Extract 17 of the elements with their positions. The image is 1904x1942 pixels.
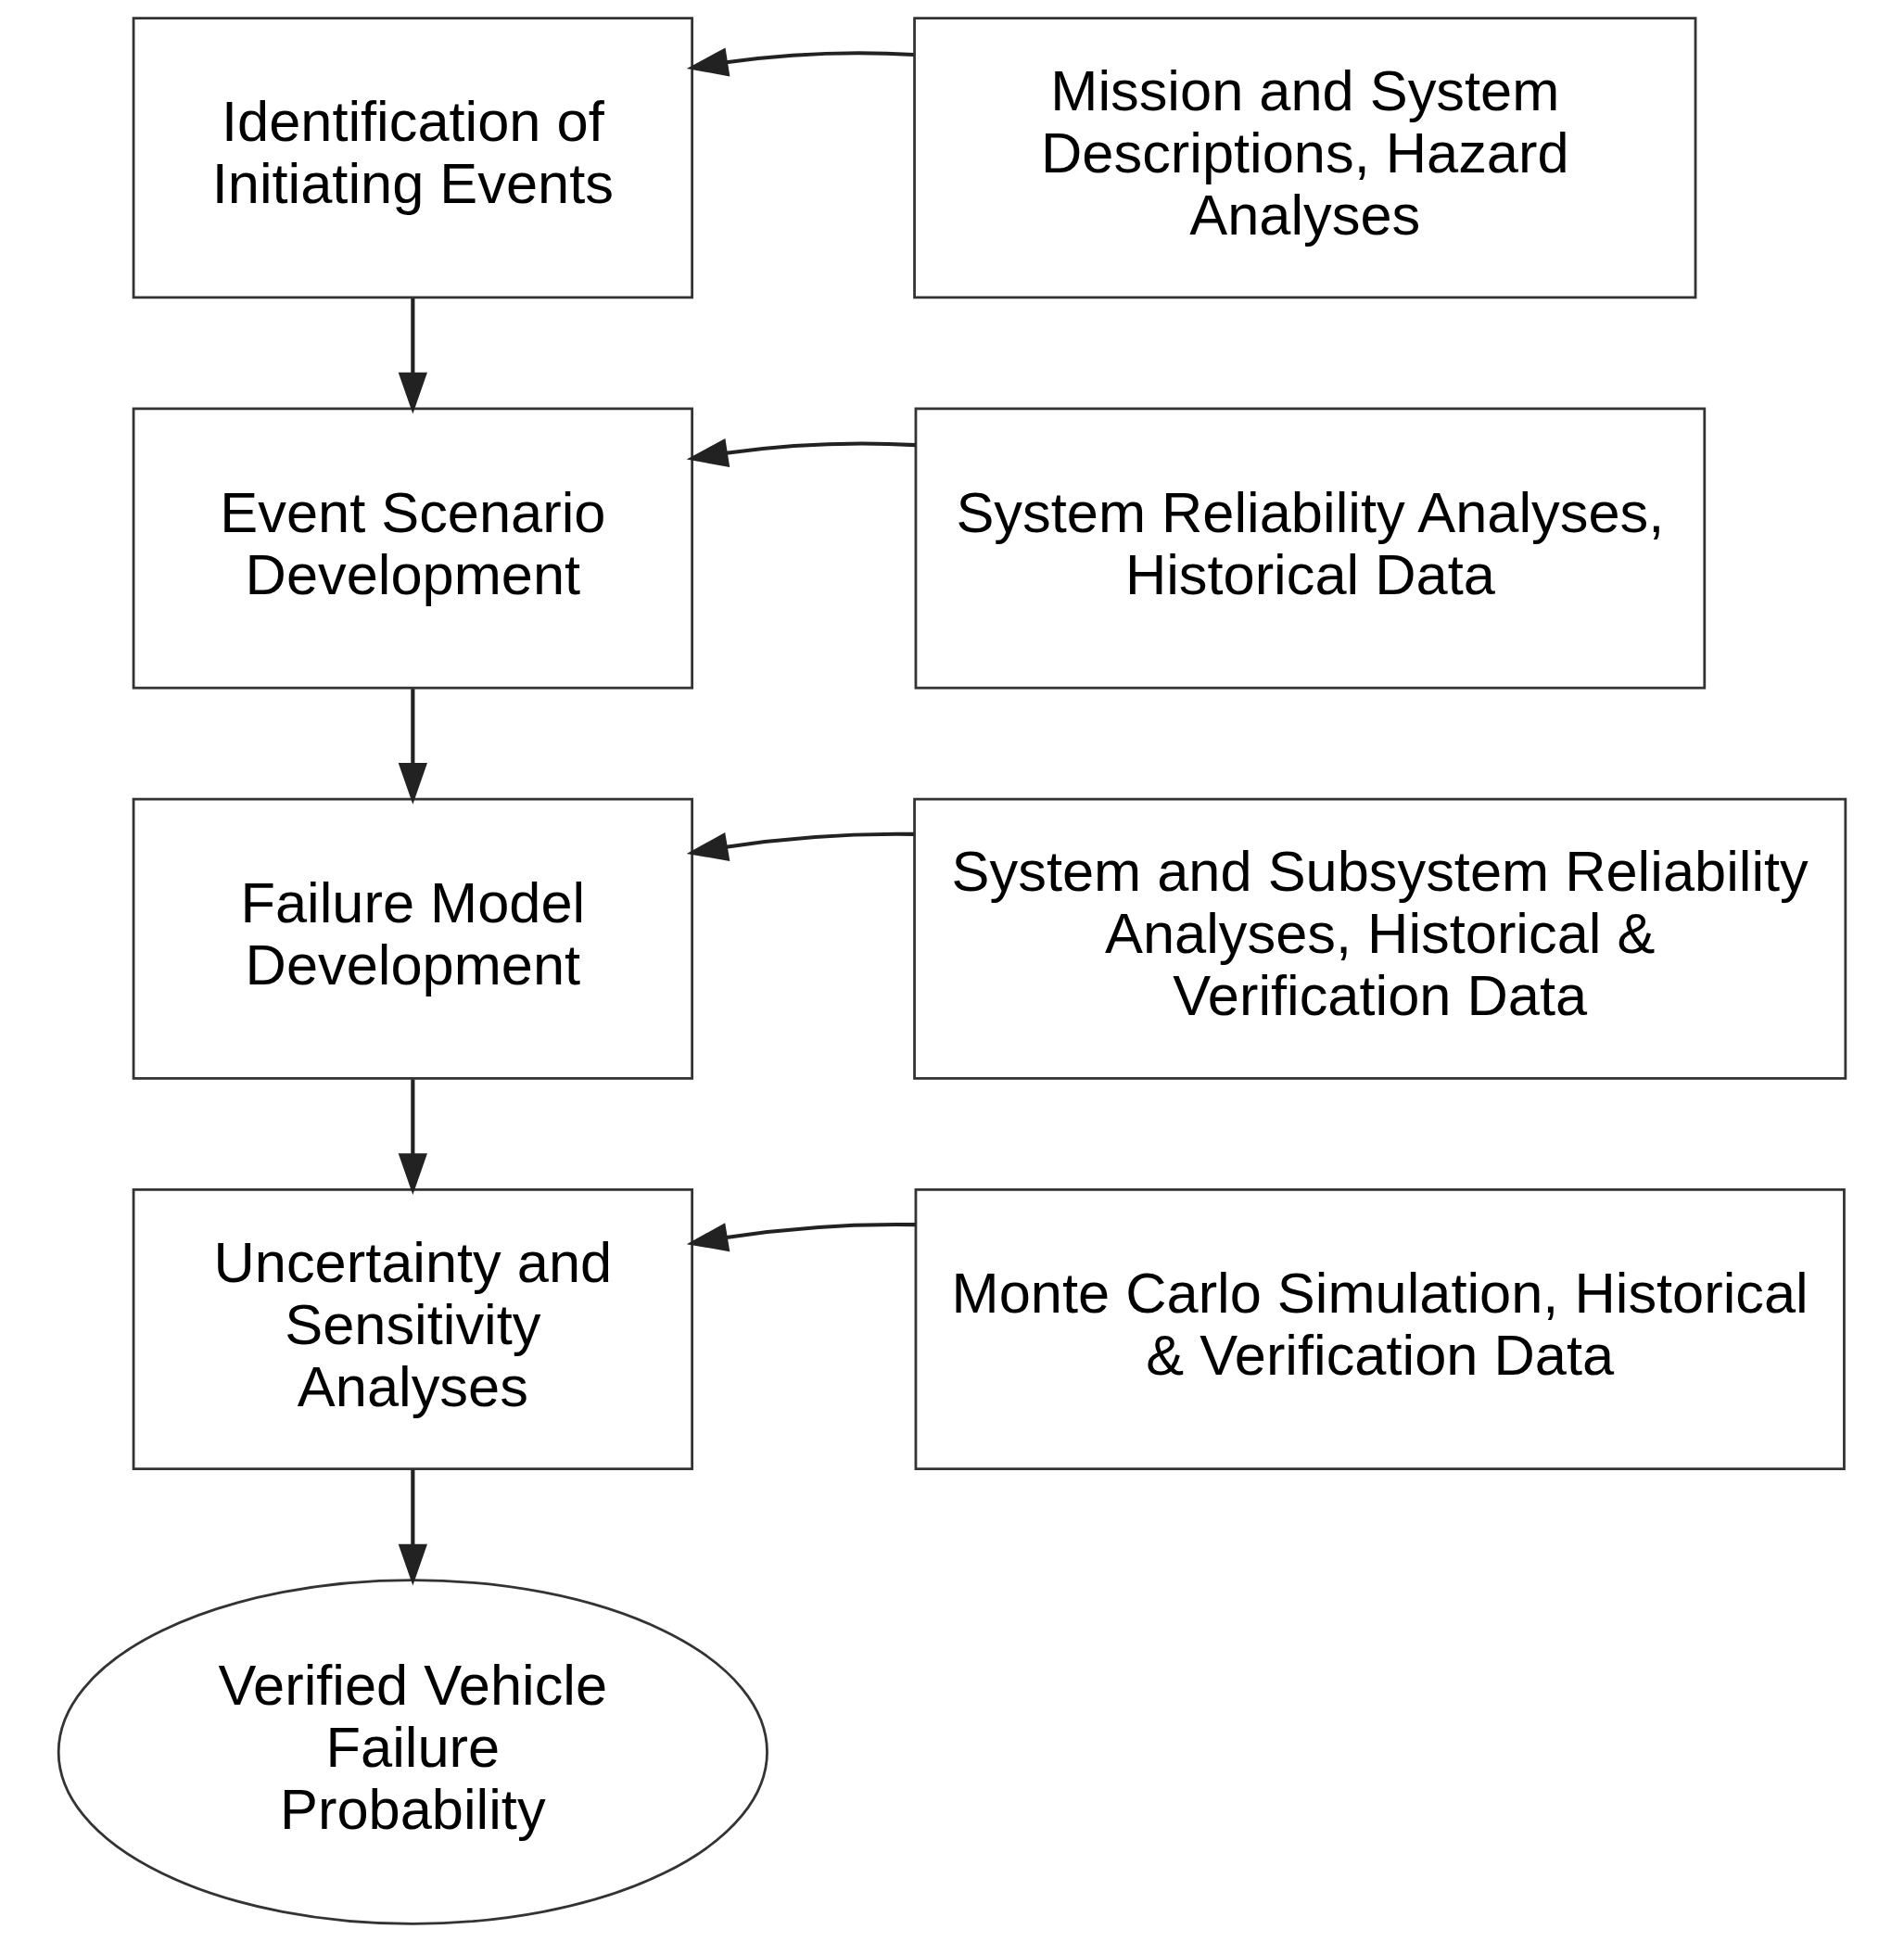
- arrow: [398, 298, 427, 414]
- arrow: [686, 1222, 916, 1252]
- node-box: Monte Carlo Simulation, Historical & Verification Data: [914, 1187, 1846, 1470]
- node-box: System Reliability Analyses, Historical Data: [914, 407, 1707, 690]
- node-box: Event Scenario Development: [132, 407, 694, 690]
- node-box: Identification of Initiating Events: [132, 17, 694, 299]
- node-box: System and Subsystem Reliability Analyses, Historical & Verification Data: [913, 797, 1847, 1080]
- node-ellipse: Verified Vehicle Failure Probability: [57, 1579, 768, 1925]
- arrow: [686, 438, 916, 467]
- arrow: [398, 689, 427, 805]
- arrow: [686, 47, 914, 77]
- node-box: Failure Model Development: [132, 797, 694, 1080]
- arrow: [398, 1079, 427, 1195]
- node-box: Mission and System Descriptions, Hazard Analyses: [913, 17, 1697, 299]
- arrow: [398, 1469, 427, 1586]
- arrow: [686, 831, 914, 861]
- node-box: Uncertainty and Sensitivity Analyses: [132, 1187, 694, 1470]
